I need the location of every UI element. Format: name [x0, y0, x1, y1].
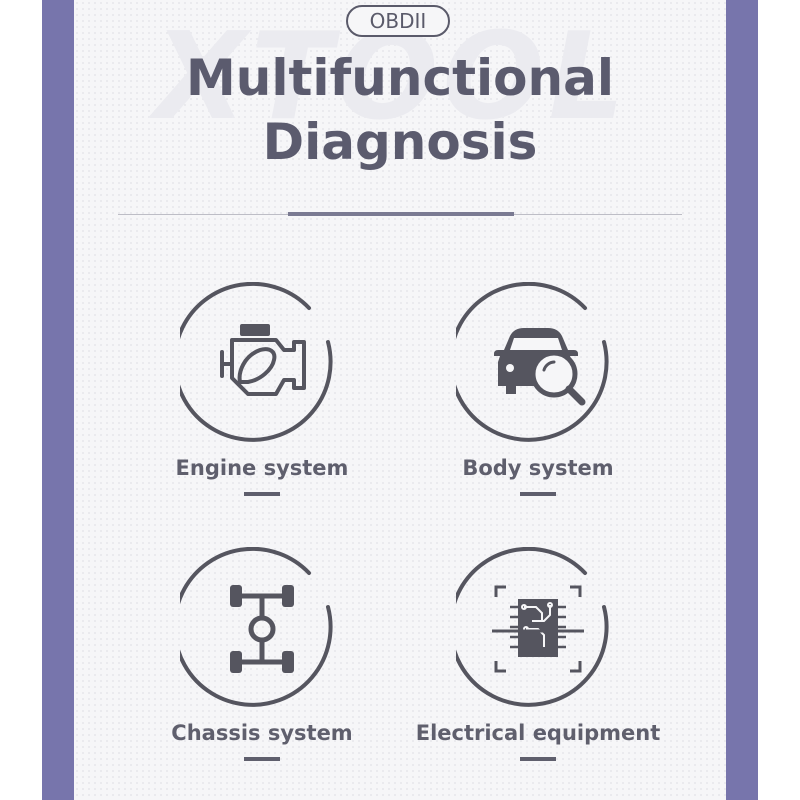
feature-underline — [244, 492, 280, 496]
title-divider-accent — [288, 212, 514, 216]
frame-right-bar — [726, 0, 758, 800]
obd-badge: OBDII — [346, 5, 450, 37]
car-search-icon — [494, 328, 586, 406]
feature-label: Engine system — [175, 456, 349, 480]
ring-icon — [180, 282, 333, 442]
brand-watermark: XTOOL — [154, 8, 629, 147]
feature-underline — [520, 757, 556, 761]
ring-icon — [456, 282, 609, 442]
feature-underline — [520, 492, 556, 496]
ring-icon — [180, 547, 333, 707]
page-title-line2: Diagnosis — [262, 113, 538, 171]
ring-icon — [456, 547, 609, 707]
engine-icon — [220, 324, 306, 396]
frame-left-bar — [42, 0, 74, 800]
content-panel: XTOOL OBDII Multifunctional Diagnosis En… — [74, 0, 726, 800]
feature-label: Body system — [462, 456, 614, 480]
feature-underline — [244, 757, 280, 761]
page-title-line1: Multifunctional — [186, 49, 614, 107]
chassis-icon — [230, 585, 294, 673]
feature-label: Chassis system — [171, 721, 353, 745]
chip-scan-icon — [492, 585, 584, 673]
feature-label: Electrical equipment — [415, 721, 661, 745]
